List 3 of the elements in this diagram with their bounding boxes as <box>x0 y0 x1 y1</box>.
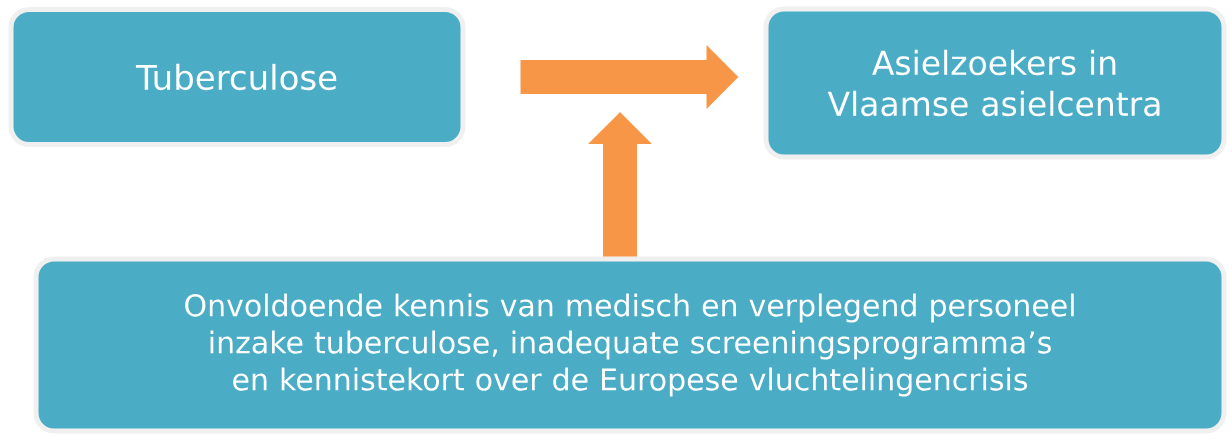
process-box: Asielzoekers in Vlaamse asielcentra <box>763 6 1227 160</box>
process-box: Tuberculose <box>8 7 466 147</box>
process-box: Onvoldoende kennis van medisch en verplegend personeel inzake tuberculose, inadequate screeningsprogramma’s en kennistekort over de Europese vluchtelingencrisis <box>33 256 1227 434</box>
